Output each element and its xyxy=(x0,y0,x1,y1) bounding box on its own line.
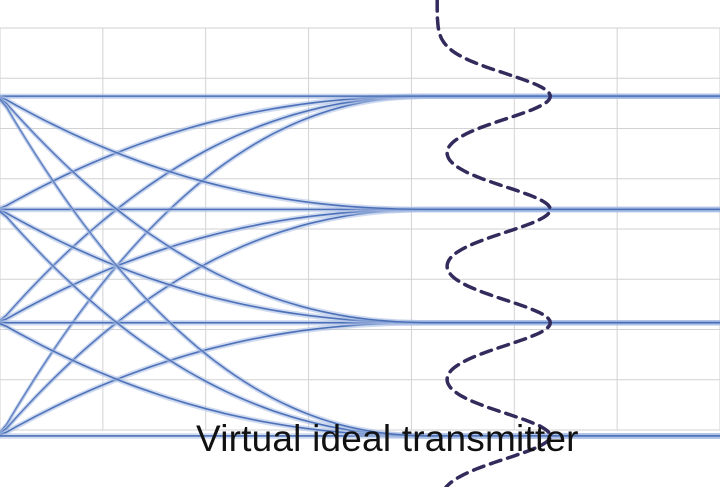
eye-trace-3-to-1 xyxy=(0,98,720,326)
eye-trace-3-to-1 xyxy=(0,95,720,323)
caption-text: Virtual ideal transmitter xyxy=(196,418,579,459)
eye-traces xyxy=(0,93,720,439)
eye-trace-3-to-2 xyxy=(0,97,720,213)
level-histogram xyxy=(435,0,553,487)
eye-trace-3-to-2 xyxy=(0,96,720,211)
eye-trace-3-to-0 xyxy=(0,96,720,436)
eye-trace-3-to-0 xyxy=(0,99,720,439)
eye-trace-3-to-2 xyxy=(0,94,720,209)
histogram-curve xyxy=(435,0,553,487)
eye-trace-3-to-1 xyxy=(0,97,720,324)
